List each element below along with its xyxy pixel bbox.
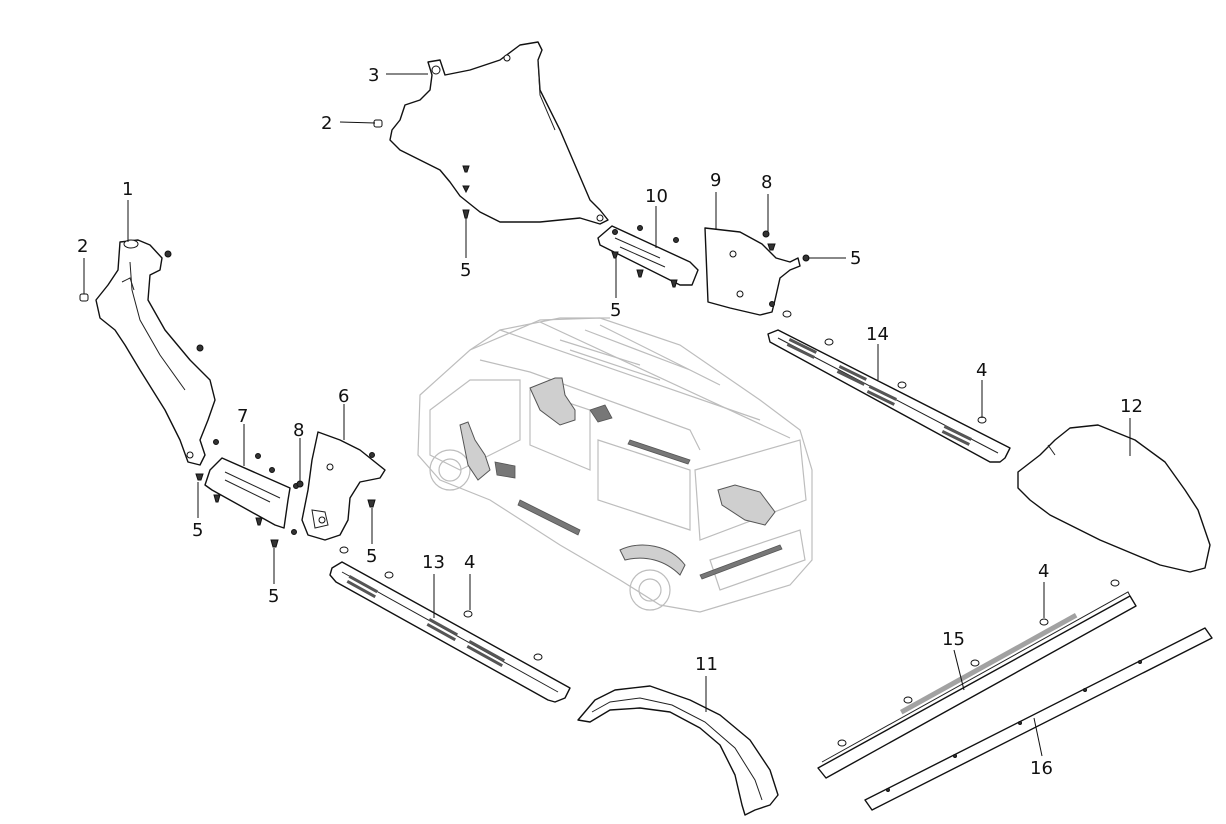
callout-5-bracket: 5 [610,300,621,321]
callout-7: 7 [237,406,248,427]
callout-6: 6 [338,386,349,407]
part-13-scuff-plate-lower [329,561,571,703]
part-7-step-plate [204,457,291,529]
callout-5-left: 5 [192,520,203,541]
callout-12: 12 [1120,396,1143,417]
part-3-upper-quarter-trim [389,41,609,225]
callout-5-mid: 5 [366,546,377,567]
van-highlight-arch [619,544,686,576]
callout-13: 13 [422,552,445,573]
callout-16: 16 [1030,758,1053,779]
part-12-rear-floor-trim [1017,424,1211,573]
callout-3: 3 [368,65,379,86]
callout-11: 11 [695,654,718,675]
callout-14: 14 [866,324,889,345]
van-highlight-quarter-trim [529,377,576,426]
callout-4-right: 4 [976,360,987,381]
part-16-floor-edge-strip [864,627,1213,811]
callout-5-bottom: 5 [268,586,279,607]
callout-10: 10 [645,186,668,207]
callout-15: 15 [942,629,965,650]
callout-4-mid: 4 [464,552,475,573]
van-illustration [417,317,813,613]
part-9-rear-pillar-trim [704,227,801,316]
callout-5-upper: 5 [460,260,471,281]
callout-8-right: 8 [761,172,772,193]
van-highlight-rear-trim [717,484,776,526]
callout-4-lower: 4 [1038,561,1049,582]
part-15-floor-scuff-rail [817,591,1137,779]
van-highlight-pillar-trim [459,421,491,481]
callout-labels: 3 2 1 2 5 5 10 9 8 5 14 4 12 6 7 8 5 5 5… [77,65,1143,779]
part-11-wheel-arch-trim [577,685,779,816]
part-1-pillar-trim [95,239,216,466]
callout-9: 9 [710,170,721,191]
scuff-rail-slots [900,613,1078,715]
leader-lines [83,73,1131,757]
callout-2-left: 2 [77,236,88,257]
callout-2-top: 2 [321,113,332,134]
part-14-scuff-plate-upper [767,329,1011,463]
part-6-lower-pillar-trim [301,431,386,541]
fasteners [79,119,1120,747]
callout-1: 1 [122,179,133,200]
callout-8-left: 8 [293,420,304,441]
callout-5-right: 5 [850,248,861,269]
